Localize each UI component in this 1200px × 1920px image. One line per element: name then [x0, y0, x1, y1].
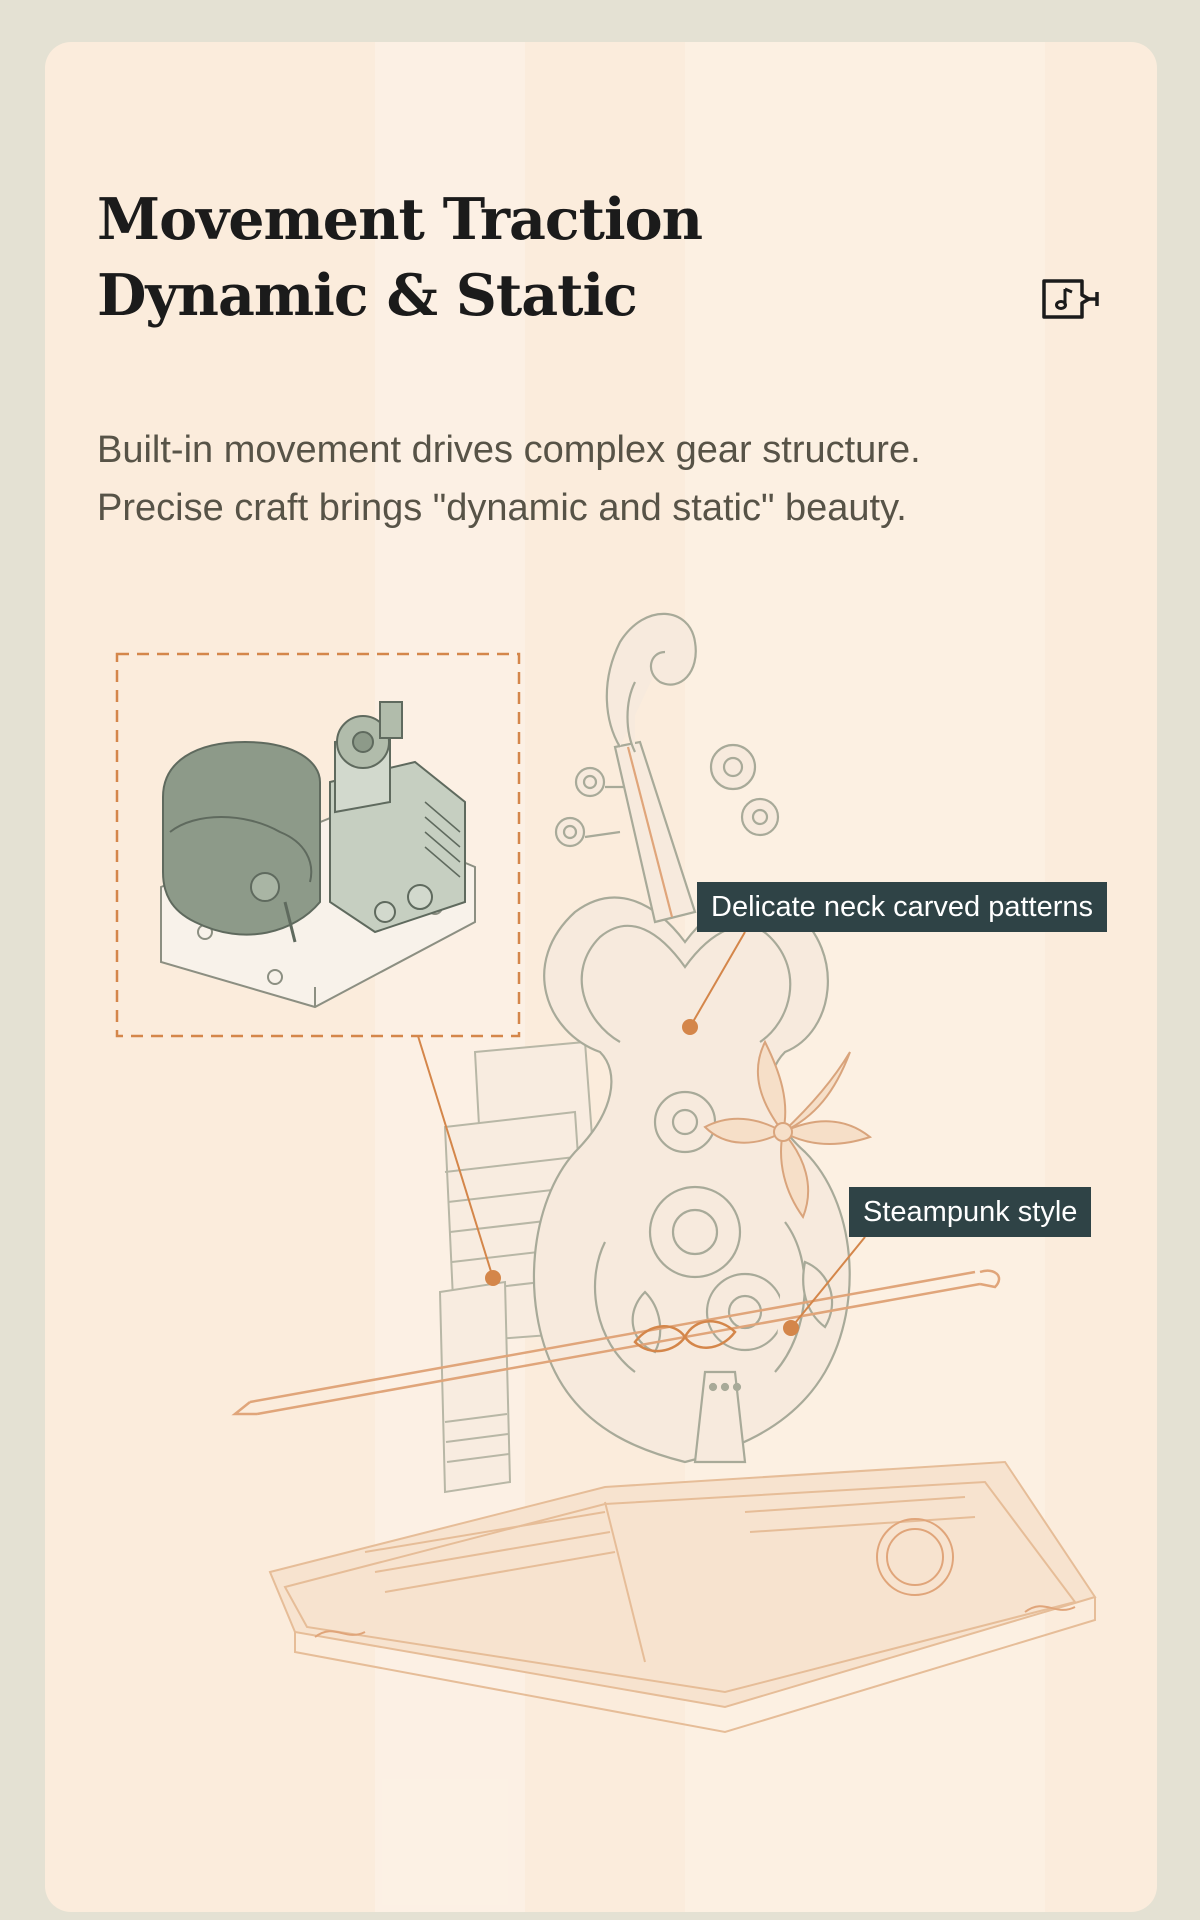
callout-steampunk-label: Steampunk style — [849, 1187, 1092, 1237]
title-line-2: Dynamic & Static — [97, 262, 638, 329]
description: Built-in movement drives complex gear st… — [97, 421, 921, 537]
feature-card: Movement Traction Dynamic & Static Built… — [45, 42, 1157, 1912]
music-note-tag-icon — [1042, 279, 1099, 319]
cello-neck-illustration — [554, 612, 780, 924]
page-title: Movement Traction Dynamic & Static — [97, 182, 703, 334]
bow-illustration — [231, 1269, 1001, 1416]
callout-neck-label: Delicate neck carved patterns — [697, 882, 1108, 932]
movement-detail-frame — [115, 652, 521, 1038]
music-movement-illustration — [160, 701, 476, 1009]
description-line-2: Precise craft brings "dynamic and static… — [97, 487, 907, 529]
callout-leaders — [417, 931, 866, 1336]
flower-illustration — [703, 1039, 873, 1220]
product-illustration — [115, 612, 1097, 1734]
title-line-1: Movement Traction — [97, 186, 703, 253]
book-base-illustration — [268, 1460, 1097, 1734]
description-line-1: Built-in movement drives complex gear st… — [97, 429, 921, 471]
